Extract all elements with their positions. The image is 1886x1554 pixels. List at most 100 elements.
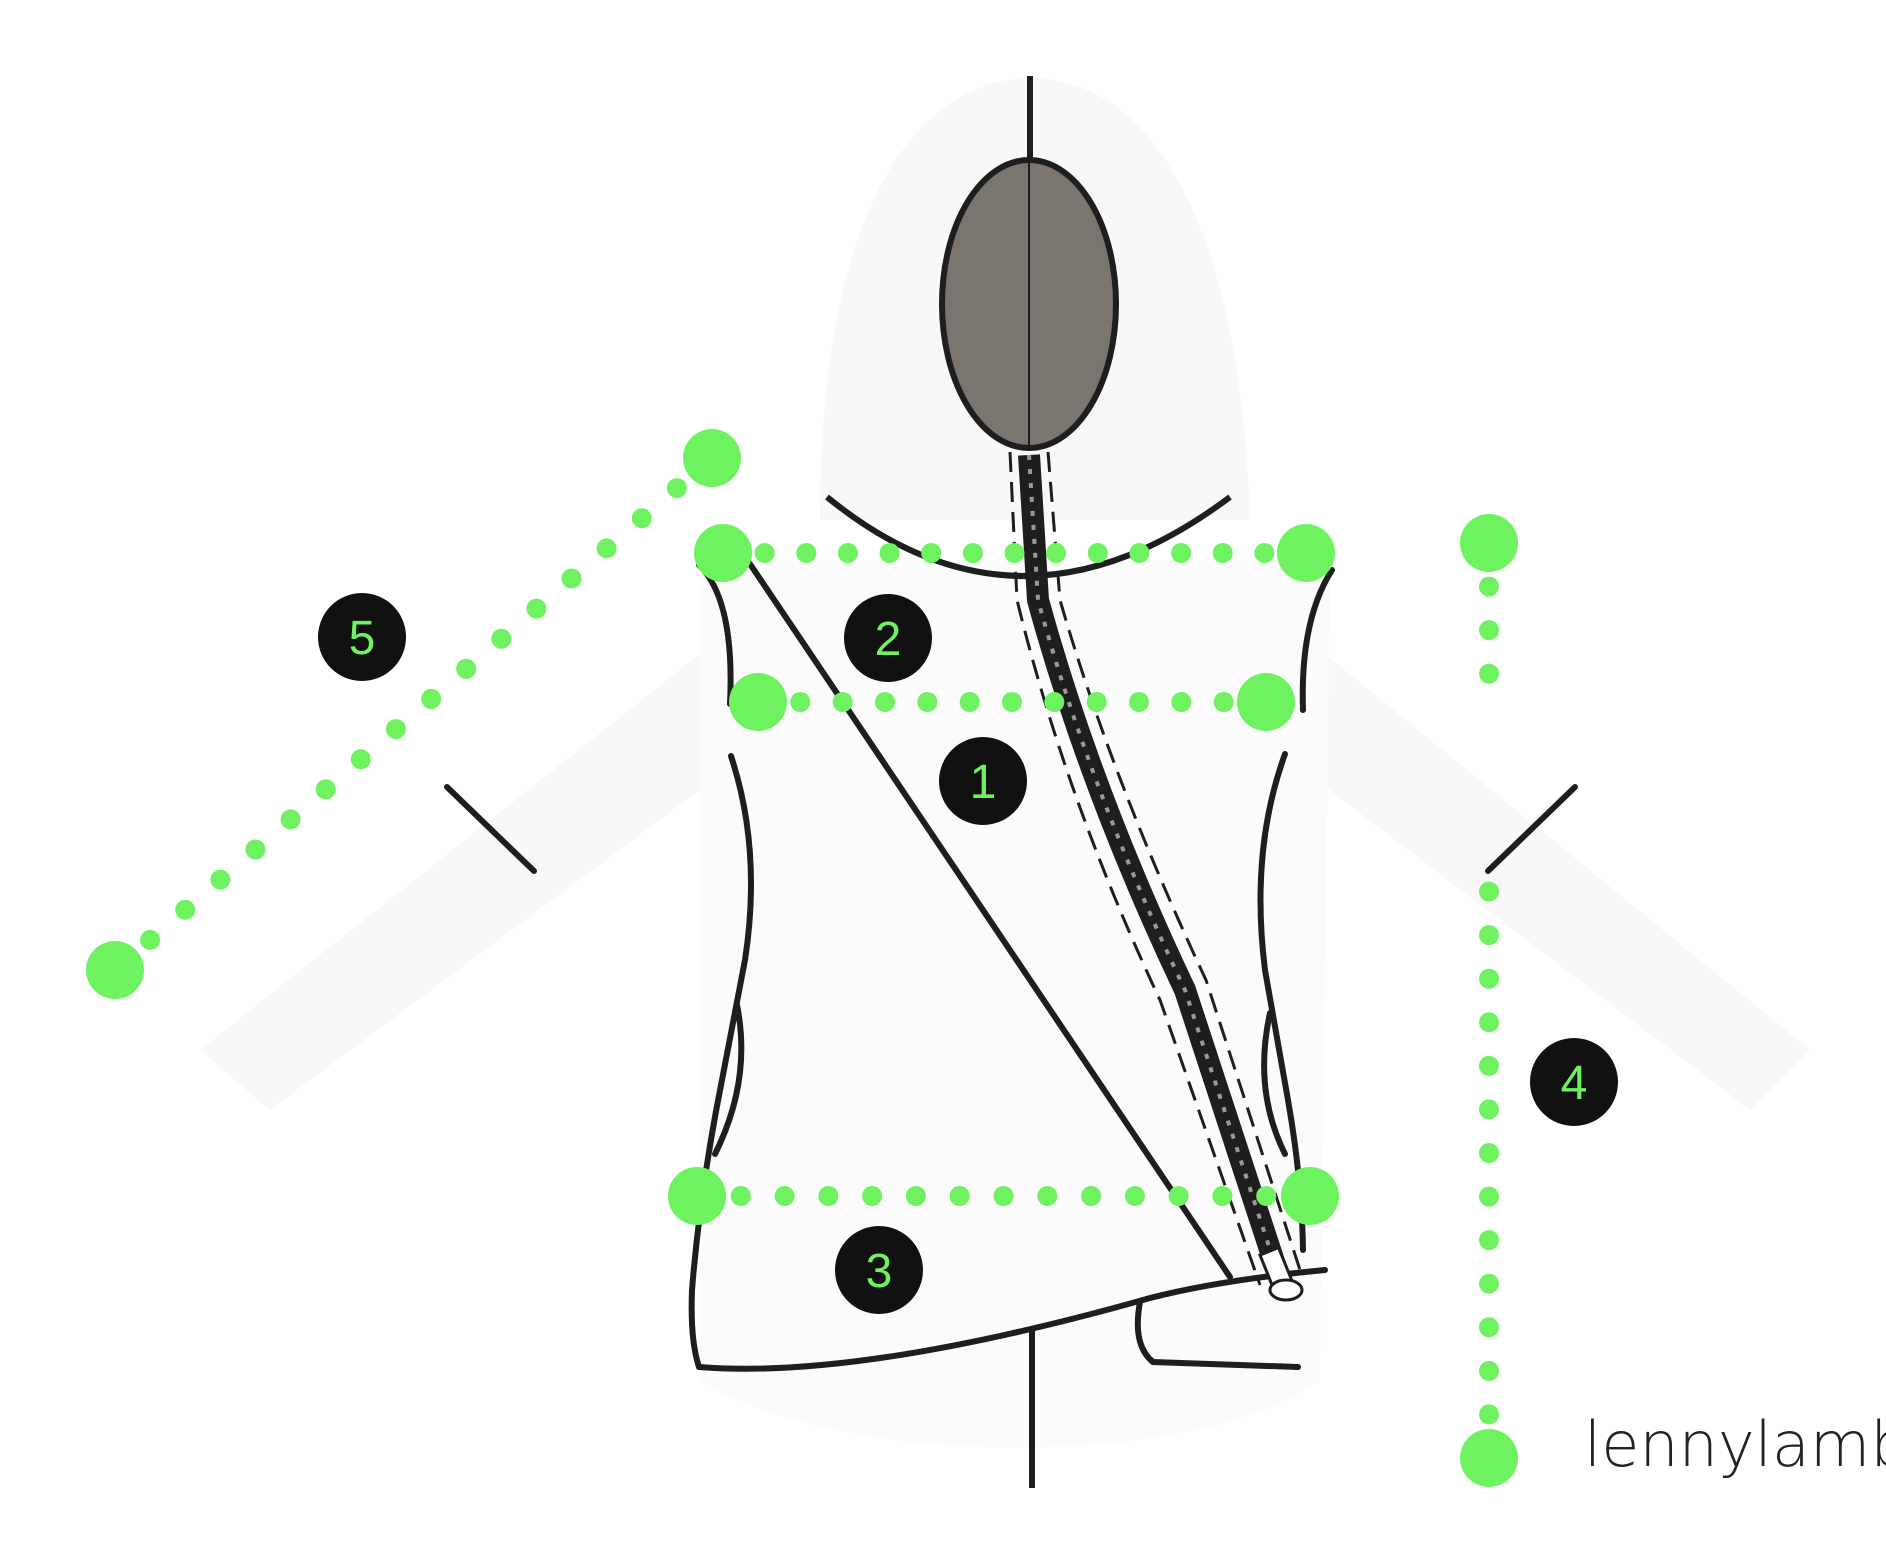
left-pocket — [712, 1002, 745, 1157]
measurement-endpoint — [1460, 1429, 1518, 1487]
measurement-dot — [1479, 968, 1499, 989]
measurement-dot — [666, 478, 687, 499]
measurement-dot — [818, 1186, 839, 1206]
measurement-dot — [1037, 1186, 1058, 1206]
measurement-dot — [879, 543, 900, 563]
measurement-dot — [596, 538, 617, 559]
measurement-badges: 1 2 3 4 5 — [318, 593, 1618, 1314]
measurement-dot — [1479, 663, 1499, 684]
jacket-silhouette — [200, 78, 1810, 1448]
measurement-badge-4: 4 — [1530, 1038, 1618, 1126]
measurement-dot — [949, 1186, 970, 1206]
measurement-dot — [1129, 692, 1149, 712]
left-side-seam — [688, 753, 754, 1370]
right-sleeve-silhouette — [1290, 650, 1810, 1110]
measurement-dot — [1479, 925, 1499, 946]
measurement-dot — [1479, 1273, 1499, 1294]
measurement-dot — [175, 899, 196, 920]
measurement-dot — [140, 929, 161, 950]
measurement-badge-3: 3 — [835, 1226, 923, 1314]
measurement-dot — [905, 1186, 926, 1206]
measurement-endpoint — [1277, 524, 1335, 582]
measurement-dot — [1124, 1186, 1145, 1206]
neckline — [825, 494, 1232, 579]
measurement-dot — [280, 809, 301, 830]
measurement-dot — [1002, 692, 1022, 712]
measurement-dot — [1479, 1143, 1499, 1163]
measurement-endpoint — [683, 429, 741, 487]
measurement-dot — [1479, 1317, 1499, 1338]
measurement-dot — [1044, 692, 1065, 712]
left-elbow-mark — [444, 784, 537, 874]
measurement-dot — [561, 568, 582, 589]
chest-width-line — [729, 673, 1295, 731]
measurement-badge-5-label: 5 — [349, 612, 376, 665]
measurement-dot — [962, 543, 983, 563]
measurement-dot — [491, 628, 512, 649]
measurement-dot — [1168, 1186, 1189, 1206]
measurement-dot — [315, 779, 336, 800]
measurement-dot — [1004, 543, 1025, 563]
measurement-badge-2-label: 2 — [875, 613, 902, 666]
measurement-dot — [1479, 1360, 1499, 1381]
measurement-dot — [754, 543, 775, 563]
measurement-dot — [1479, 1404, 1499, 1425]
brand-logo-text: lennylamb — [1584, 1408, 1886, 1481]
measurement-dot — [350, 749, 371, 770]
measurement-dot — [796, 543, 817, 563]
measurement-endpoint — [86, 941, 144, 999]
measurement-dot — [1171, 692, 1192, 712]
measurement-badge-2: 2 — [844, 594, 932, 682]
right-elbow-mark — [1485, 784, 1578, 874]
measurement-dot — [875, 692, 895, 712]
sleeve-length-line — [86, 429, 741, 999]
measurement-dot — [959, 692, 980, 712]
measurement-dot — [526, 598, 547, 619]
measurement-dot — [774, 1186, 795, 1206]
measurement-dot — [1479, 576, 1499, 597]
measurement-dot — [1212, 1186, 1233, 1206]
measurement-dot — [790, 692, 811, 712]
measurement-dot — [245, 839, 266, 860]
hem-front — [696, 1267, 1328, 1372]
measurement-dot — [1256, 1186, 1277, 1206]
diagonal-zipper — [1008, 451, 1304, 1302]
measurement-dot — [1171, 543, 1192, 563]
measurement-endpoint — [729, 673, 787, 731]
measurement-lines — [86, 429, 1518, 1487]
measurement-badge-5: 5 — [318, 593, 406, 681]
measurement-dot — [832, 692, 853, 712]
measurement-dot — [385, 719, 406, 740]
hip-width-line — [668, 1167, 1339, 1225]
measurement-dot — [1479, 881, 1499, 902]
measurement-dot — [917, 692, 938, 712]
measurement-dot — [210, 869, 231, 890]
measurement-dot — [456, 658, 477, 679]
body-silhouette — [700, 560, 1330, 1448]
left-sleeve-silhouette — [200, 650, 740, 1110]
measurement-dot — [631, 508, 652, 529]
measurement-dot — [1479, 1230, 1499, 1251]
zipper-pull — [1258, 1245, 1304, 1302]
measurement-dot — [1129, 543, 1150, 563]
measurement-dot — [1479, 1186, 1499, 1207]
measurement-dot — [1086, 692, 1107, 712]
measurement-dot — [730, 1186, 751, 1206]
measurement-dot — [1213, 692, 1234, 712]
measurement-dot — [1081, 1186, 1102, 1206]
right-pocket — [1261, 1010, 1288, 1157]
measurement-dot — [1087, 543, 1108, 563]
measurement-dot — [1046, 543, 1067, 563]
diagonal-front-panel-edge — [747, 561, 1233, 1280]
measurement-dot — [993, 1186, 1014, 1206]
measurement-endpoint — [1237, 673, 1295, 731]
measurement-dot — [1479, 1012, 1499, 1033]
body-length-line — [1460, 514, 1518, 1487]
measurement-endpoint — [694, 524, 752, 582]
measurement-dot — [1479, 620, 1499, 641]
measurement-dot — [837, 543, 858, 563]
measurement-dot — [421, 688, 442, 709]
right-armhole-upper — [1299, 567, 1335, 713]
measurement-badge-3-label: 3 — [866, 1245, 893, 1298]
